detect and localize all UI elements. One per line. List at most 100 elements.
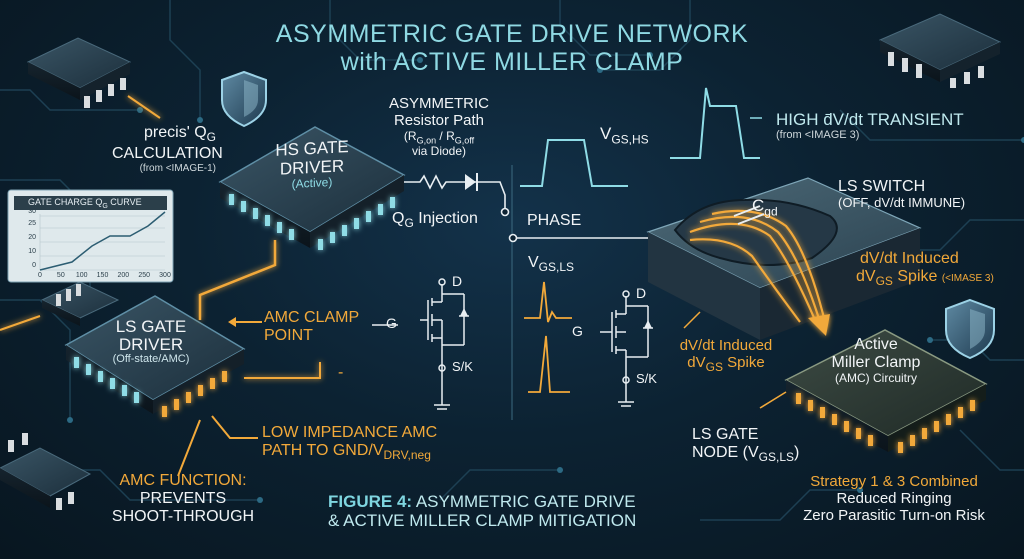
vgs-hs-label: VGS,HS xyxy=(600,124,649,147)
gate-chart-ytick: 20 xyxy=(28,234,36,241)
dvdt-spike-mid-label: dV/dt Induced dVGS Spike xyxy=(668,337,784,374)
amc-function-line-3: SHOOT-THROUGH xyxy=(111,507,255,525)
ls-gate-node-label: LS GATE NODE (VGS,LS) xyxy=(692,426,799,465)
dvdt-spike-right-label: dV/dt Induced dVGS Spike (<IMASE 3) xyxy=(856,250,994,289)
trace-dots xyxy=(67,52,1024,503)
low-imp-line-1: LOW IMPEDANCE AMC xyxy=(262,424,438,441)
amc-function-line-1: AMC FUNCTION: xyxy=(119,472,247,489)
amc-clamp-line-1: AMC CLAMP xyxy=(264,309,360,326)
gate-chart-title: GATE CHARGE QG CURVE xyxy=(28,197,142,210)
active-clamp-line-2: Miller Clamp xyxy=(831,353,921,371)
vgs-ls-spike-2 xyxy=(528,335,570,393)
title-line-1: ASYMMETRIC GATE DRIVE NETWORK xyxy=(275,20,749,48)
amc-function-line-2: PREVENTS xyxy=(139,489,227,507)
gate-chart-ytick: 30 xyxy=(28,208,36,215)
low-imp-arrow xyxy=(211,415,258,439)
ls-switch-block xyxy=(646,177,922,340)
resistor-line-3: (RG,on / RG,off xyxy=(403,128,475,145)
precis-sub: G xyxy=(206,130,216,145)
gate-chart-xtick: 300 xyxy=(159,272,171,279)
ls-switch-line-2: (OFF, dV/dt IMMUNE) xyxy=(838,194,966,210)
gate-chart-xtick: 250 xyxy=(138,272,150,279)
wire-minus-sign: - xyxy=(338,364,344,381)
dvdt-mid-line-1: dV/dt Induced xyxy=(679,337,773,354)
mosfet-hs-d: D xyxy=(452,273,463,289)
precis-label: precis' QG CALCULATION (from <IMAGE-1) xyxy=(112,124,223,174)
resistor-label: ASYMMETRIC Resistor Path (RG,on / RG,off… xyxy=(368,95,510,159)
mosfet-symbol-hs xyxy=(372,284,465,410)
strategy-line-1: Strategy 1 & 3 Combined xyxy=(810,473,978,490)
gate-chart-xtick: 150 xyxy=(96,272,109,279)
active-clamp-line-1: Active xyxy=(854,336,898,353)
page-title: ASYMMETRIC GATE DRIVE NETWORK with ACTIV… xyxy=(252,20,772,76)
ls-driver-line-1: LS GATE xyxy=(115,317,187,336)
amc-function-label: AMC FUNCTION: PREVENTS SHOOT-THROUGH xyxy=(108,472,258,526)
deco-chip-top-right xyxy=(878,13,1002,88)
mosfet-hs-g: G xyxy=(386,315,397,331)
amc-chip xyxy=(784,329,988,453)
active-clamp-label: Active Miller Clamp (AMC) Circuitry xyxy=(814,336,938,385)
gate-chart-xtick: 200 xyxy=(117,272,130,279)
ls-gate-node-arrow xyxy=(759,391,787,409)
ls-gate-node-line-1: LS GATE xyxy=(692,426,759,443)
dvdt-right-line-2: dVGS Spike (<IMASE 3) xyxy=(856,267,994,289)
qg-injection-label: QG Injection xyxy=(392,210,478,231)
hs-driver-label: HS GATE DRIVER (Active) xyxy=(262,137,362,193)
phase-label: PHASE xyxy=(527,212,582,229)
ls-switch-line-1: LS SWITCH xyxy=(838,178,926,195)
deco-chip-bottom-left xyxy=(0,433,92,510)
strategy-line-3: Zero Parasitic Turn-on Risk xyxy=(803,506,985,524)
strategy-label: Strategy 1 & 3 Combined Reduced Ringing … xyxy=(786,473,1002,524)
amc-trace xyxy=(198,240,277,320)
amc-function-arrow xyxy=(177,419,201,477)
caption-line-1: FIGURE 4: ASYMMETRIC GATE DRIVE xyxy=(328,492,636,511)
mosfet-symbol-ls xyxy=(600,296,649,407)
mosfet-ls-s: S/K xyxy=(636,371,657,386)
gate-chart-xtick: 100 xyxy=(75,272,88,279)
cgd-capacitor xyxy=(733,205,765,225)
ls-output-trace xyxy=(244,362,321,379)
vgs-ls-spike-1 xyxy=(524,281,572,323)
amc-clamp-line-2: POINT xyxy=(264,326,313,344)
title-line-2: with ACTIVE MILLER CLAMP xyxy=(340,48,684,76)
hs-driver-chip xyxy=(218,126,406,250)
resistor-diode xyxy=(404,174,506,210)
gate-chart-ytick: 10 xyxy=(28,248,36,255)
shield-icon-left xyxy=(221,70,267,128)
figure-caption: FIGURE 4: ASYMMETRIC GATE DRIVE & ACTIVE… xyxy=(328,492,636,530)
ls-driver-line-2: DRIVER xyxy=(118,334,184,354)
high-dvdt-line-1: HIGH d̄V/dt TRANSIENT xyxy=(776,110,964,129)
deco-chip-mid-left xyxy=(0,281,120,331)
ls-driver-line-3: (Off-state/AMC) xyxy=(112,352,190,365)
resistor-line-1: ASYMMETRIC xyxy=(388,95,489,112)
ls-gate-node-line-2: NODE (VGS,LS) xyxy=(692,443,800,465)
low-imp-line-2: PATH TO GND/VDRV,neg xyxy=(262,441,431,463)
precis-line-1: precis' QG xyxy=(144,124,216,145)
diode-icon xyxy=(465,174,476,190)
dvdt-current-paths xyxy=(689,209,828,327)
mosfet-hs-s: S/K xyxy=(452,359,473,374)
ls-driver-label: LS GATE DRIVER (Off-state/AMC) xyxy=(96,318,206,365)
gate-charge-panel xyxy=(7,189,174,283)
deco-chip-top-left xyxy=(26,37,161,119)
cgd-label: Cgd xyxy=(752,196,778,219)
high-dvdt-label: HIGH d̄V/dt TRANSIENT (from <IMAGE 3) xyxy=(776,110,964,141)
active-clamp-line-3: (AMC) Circuitry xyxy=(835,370,917,385)
resistor-line-2: Resistor Path xyxy=(393,111,485,129)
dvdt-right-line-1: dV/dt Induced xyxy=(860,250,959,267)
precis-line-2: CALCULATION xyxy=(112,144,223,162)
dvdt-waveform xyxy=(670,87,760,159)
low-impedance-label: LOW IMPEDANCE AMC PATH TO GND/VDRV,neg xyxy=(262,424,437,463)
gate-chart-xtick: 50 xyxy=(56,272,65,279)
shield-icon-right xyxy=(945,298,995,360)
mosfet-ls-g: G xyxy=(572,323,583,339)
high-dvdt-line-2: (from <IMAGE 3) xyxy=(776,129,860,142)
precis-line-3: (from <IMAGE-1) xyxy=(139,162,216,174)
gate-chart-ytick: 0 xyxy=(32,262,36,269)
dvdt-mid-line-2: dVGS Spike xyxy=(687,353,765,374)
caption-line-2: & ACTIVE MILLER CLAMP MITIGATION xyxy=(328,511,637,531)
resistor-line-4: via Diode) xyxy=(411,144,467,159)
spike-label-arrow xyxy=(683,311,701,329)
